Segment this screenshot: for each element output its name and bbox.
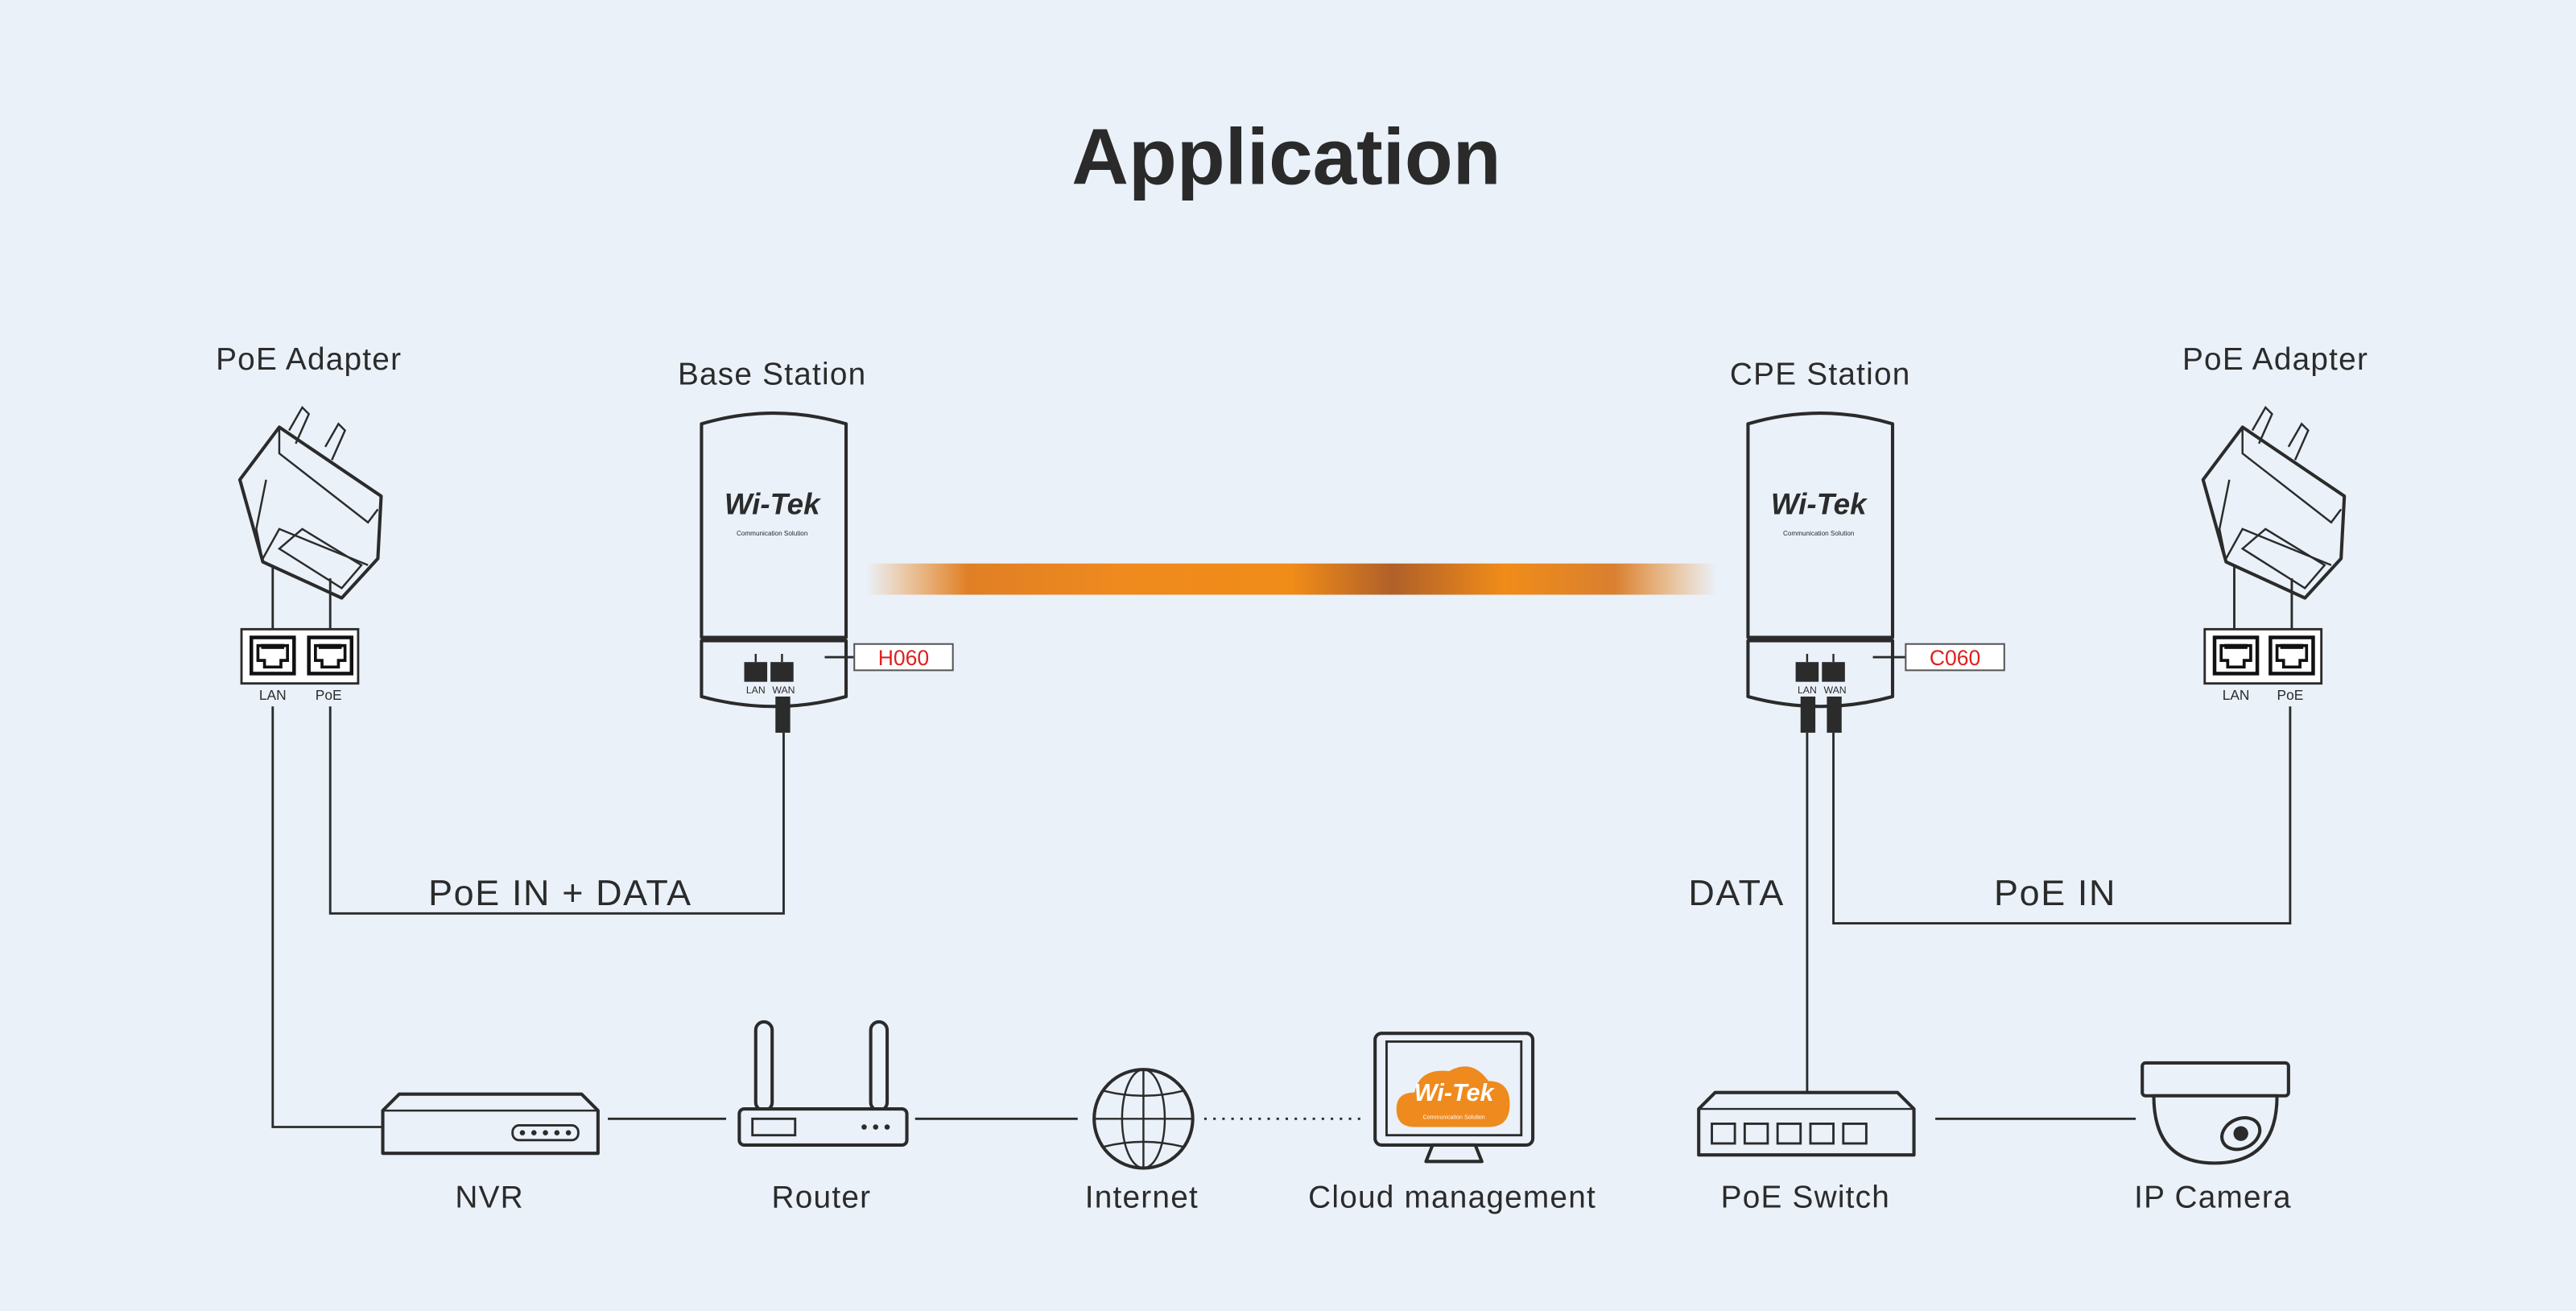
base-station-wan-label: WAN <box>772 684 795 696</box>
right-adapter-poe-port-icon <box>2270 638 2313 674</box>
globe-icon <box>1092 1068 1195 1170</box>
right-adapter-poe-label: PoE <box>2277 687 2304 703</box>
poe-switch-icon <box>1697 1090 1916 1157</box>
router-label: Router <box>772 1180 872 1214</box>
ip-camera-label: IP Camera <box>2134 1180 2292 1214</box>
base-station-model-box <box>853 643 954 672</box>
cable-adapter-to-nvr <box>271 706 382 1128</box>
nvr-icon <box>381 1092 600 1156</box>
nvr-label: NVR <box>455 1180 524 1214</box>
right-adapter-label: PoE Adapter <box>2182 342 2368 377</box>
cable-poe-in <box>1832 706 2292 924</box>
router-icon <box>737 1019 909 1147</box>
poe-switch-label: PoE Switch <box>1721 1180 1890 1214</box>
base-station-lan-label: LAN <box>746 684 766 696</box>
base-station-model: H060 <box>878 646 929 670</box>
cpe-station-model-box <box>1905 643 2005 672</box>
cpe-station-label: CPE Station <box>1730 357 1911 391</box>
cloud-brand-tagline: Communication Solution <box>1422 1114 1484 1120</box>
link-label-poe-in-data: PoE IN + DATA <box>428 872 692 913</box>
cloud-management-label: Cloud management <box>1308 1180 1596 1214</box>
left-adapter-poe-port-icon <box>309 638 352 674</box>
cpe-station-model: C060 <box>1930 646 1980 670</box>
base-station-brand-logo: Wi-Tek <box>724 488 821 521</box>
right-poe-adapter-icon <box>2203 407 2345 598</box>
left-adapter-lan-label: LAN <box>259 687 287 703</box>
internet-label: Internet <box>1085 1180 1199 1214</box>
left-adapter-lan-port-icon <box>251 638 294 674</box>
wireless-link-beam <box>865 563 1717 595</box>
left-adapter-poe-label: PoE <box>316 687 342 703</box>
page-title: Application <box>1071 113 1501 201</box>
link-label-data: DATA <box>1688 872 1785 913</box>
cpe-station-device: Wi-Tek Communication Solution LAN WAN <box>1746 411 1895 733</box>
cpe-station-wan-label: WAN <box>1824 684 1847 696</box>
left-poe-adapter-icon <box>240 407 382 598</box>
cpe-station-lan-label: LAN <box>1798 684 1817 696</box>
base-station-label: Base Station <box>678 357 866 391</box>
base-station-device: Wi-Tek Communication Solution LAN WAN <box>700 411 848 733</box>
base-station-brand-tagline: Communication Solution <box>737 530 807 537</box>
right-adapter-lan-port-icon <box>2215 638 2257 674</box>
cloud-icon <box>1396 1066 1510 1127</box>
cloud-management-monitor-icon: Wi-Tek Communication Solution <box>1373 1032 1535 1164</box>
ip-camera-icon <box>2140 1061 2290 1165</box>
left-adapter-label: PoE Adapter <box>216 342 402 377</box>
cpe-station-brand-tagline: Communication Solution <box>1783 530 1854 537</box>
cpe-station-brand-logo: Wi-Tek <box>1771 488 1868 521</box>
cloud-brand-logo: Wi-Tek <box>1414 1079 1496 1106</box>
right-adapter-lan-label: LAN <box>2223 687 2250 703</box>
link-label-poe-in: PoE IN <box>1994 872 2116 913</box>
cable-poe-in-data <box>328 706 785 915</box>
